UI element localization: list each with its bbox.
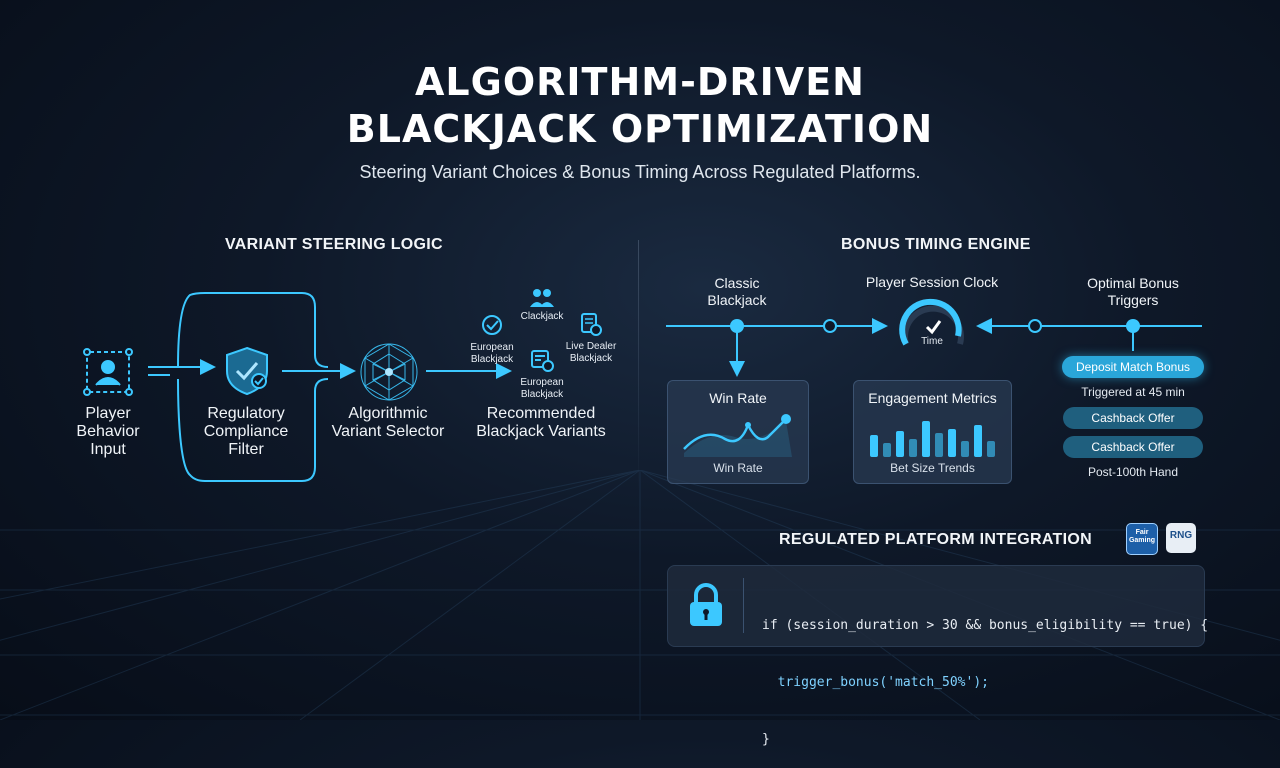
engagement-caption: Bet Size Trends [890,461,975,475]
clock-caption: Time [921,336,943,347]
integration-heading: REGULATED PLATFORM INTEGRATION [779,531,1092,548]
subtitle: Steering Variant Choices & Bonus Timing … [359,162,921,182]
neural-sphere-icon [360,343,418,401]
timeline-clock-label: Player Session Clock [865,274,999,290]
compliance-frame-bottom [177,378,329,482]
title-line-1: ALGORITHM-DRIVEN [415,60,865,104]
code-panel [667,565,1205,647]
code-line-3: } [762,732,770,747]
compliance-frame-top [177,292,329,368]
variant-steering-heading: VARIANT STEERING LOGIC [225,236,443,253]
variant-european-2-label: European Blackjack [520,377,564,400]
title-line-2: BLACKJACK OPTIMIZATION [346,107,934,151]
cashback-offer-pill-1: Cashback Offer [1063,407,1203,429]
win-rate-title: Win Rate [709,390,767,406]
win-rate-caption: Win Rate [713,461,763,475]
check-circle-icon [482,315,502,335]
engagement-metrics-card: Engagement Metrics Bet Size Trends [853,380,1012,484]
variant-european-label: European Blackjack [470,342,514,365]
engagement-title: Engagement Metrics [868,390,997,406]
variant-selector-label: Algorithmic Variant Selector [331,405,445,440]
people-icon [530,289,554,307]
player-behavior-label: Player Behavior Input [76,405,140,458]
timeline-track [666,318,1202,377]
code-line-2: trigger_bonus('match_50%'); [762,675,989,690]
timeline-classic-label: Classic Blackjack [707,275,767,308]
variant-flow-diagram [148,292,512,482]
win-rate-card: Win Rate Win Rate [667,380,809,484]
rng-badge-text: RNG [1169,530,1193,541]
fair-gaming-badge-text: Fair Gaming [1128,529,1156,544]
cashback-offer-pill-2: Cashback Offer [1063,436,1203,458]
cashback-note: Post-100th Hand [1087,465,1179,479]
rng-badge: RNG [1166,523,1196,553]
code-gutter-divider [743,578,744,633]
timeline-triggers-label: Optimal Bonus Triggers [1087,275,1179,308]
fair-gaming-badge: Fair Gaming [1126,523,1158,555]
session-clock-icon [899,298,964,346]
table-icon [531,350,554,372]
variant-classic-label: Clackjack [520,311,564,322]
shield-check-icon [226,346,268,396]
section-divider [638,240,639,490]
bonus-timing-heading: BONUS TIMING ENGINE [841,236,1031,253]
lock-icon [690,583,722,626]
compliance-filter-label: Regulatory Compliance Filter [203,405,289,458]
network-user-icon [83,348,133,396]
recommended-variants-label: Recommended Blackjack Variants [476,405,606,440]
code-line-1: if (session_duration > 30 && bonus_eligi… [762,618,1209,633]
variant-live-dealer-label: Live Dealer Blackjack [565,341,617,364]
bet-size-bars [870,421,995,457]
win-rate-sparkline [683,414,792,457]
document-icon [581,313,602,336]
deposit-match-bonus-pill: Deposit Match Bonus [1062,356,1204,378]
code-snippet: if (session_duration > 30 && bonus_eligi… [762,578,1208,768]
deposit-note: Triggered at 45 min [1081,385,1185,399]
